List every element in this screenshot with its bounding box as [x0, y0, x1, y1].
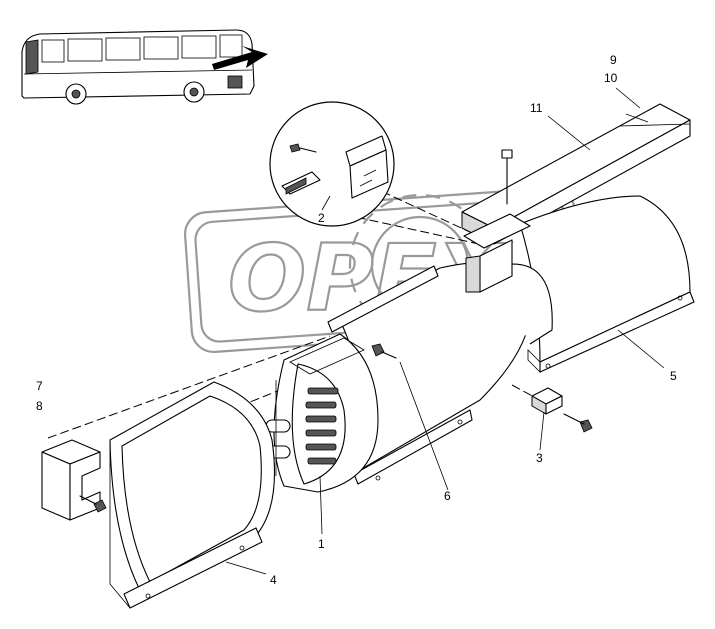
- location-arrow-icon: [212, 46, 268, 70]
- screw-icon: [371, 343, 397, 359]
- callout-8: 8: [36, 399, 43, 413]
- callout-11: 11: [530, 101, 543, 115]
- detail-magnifier-circle: [269, 101, 395, 227]
- callout-10: 10: [604, 71, 618, 85]
- callout-1: 1: [318, 537, 325, 551]
- middle-cover-shell: [327, 261, 553, 485]
- upper-rail-part-11: [461, 103, 691, 245]
- callout-4: 4: [270, 573, 277, 587]
- heater-unit-part-1: [265, 333, 379, 493]
- clip-part-3: [531, 387, 563, 415]
- leader-lines: [225, 87, 665, 575]
- front-cover-part-4: [109, 381, 276, 609]
- callout-3: 3: [536, 451, 543, 465]
- outer-cover-part-5: [519, 195, 695, 373]
- callout-5: 5: [670, 369, 677, 383]
- callout-6: 6: [444, 489, 451, 503]
- screw-icon: [79, 495, 107, 513]
- screw-icon: [563, 413, 593, 433]
- rail-mount-bracket: [463, 213, 531, 293]
- callout-2: 2: [318, 211, 325, 225]
- callout-9: 9: [610, 53, 617, 67]
- end-bracket-part-7-8: [41, 439, 101, 521]
- callout-labels: 1 2 3 4 5 6 7 8 9 10 11: [36, 53, 677, 587]
- screw-icon: [501, 149, 513, 205]
- bus-locator-icon: [21, 29, 255, 105]
- callout-7: 7: [36, 379, 43, 393]
